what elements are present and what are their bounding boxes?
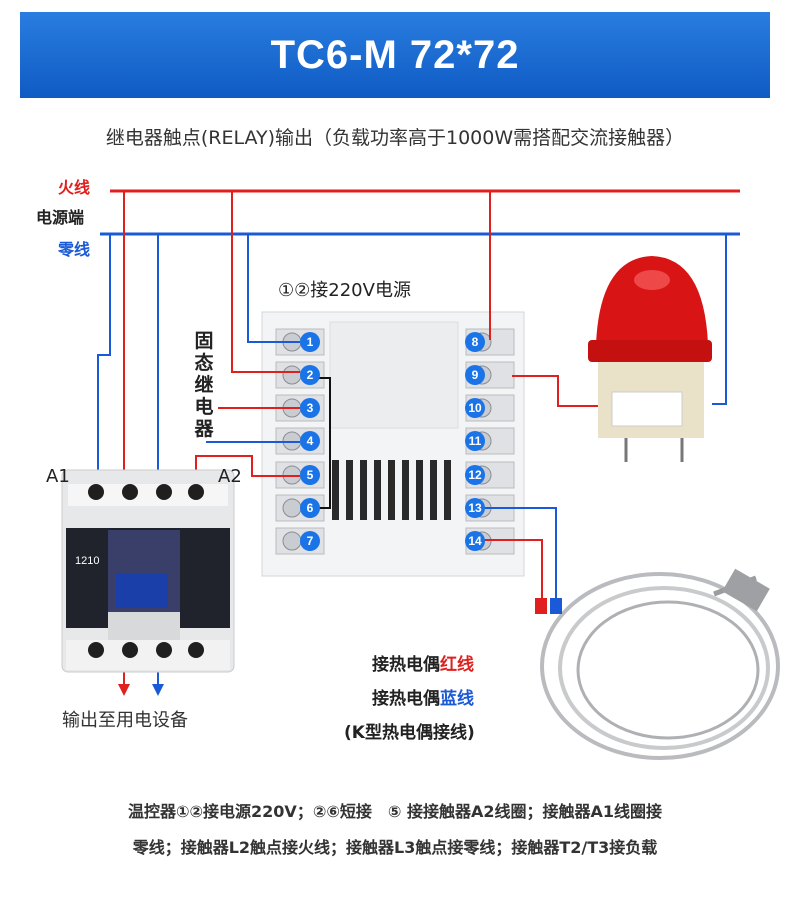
contactor-model: 1210 [75,555,99,567]
thermocouple-connectors [535,598,562,614]
controller-panel [329,321,459,429]
terminal-6: 6 [300,498,320,518]
contactor-a1-label: A1 [46,466,70,487]
jumper-2-6 [312,377,331,509]
terminal-12: 12 [465,465,485,485]
terminal-9: 9 [465,365,485,385]
neutral-wire-label: 零线 [58,240,91,259]
terminal-13: 13 [465,498,485,518]
supply-note: ①②接220V电源 [278,280,411,301]
output-label: 输出至用电设备 [62,710,188,731]
terminal-8: 8 [465,332,485,352]
terminal-3: 3 [300,398,320,418]
live-wire-label: 火线 [58,178,91,197]
live-to-t2 [231,191,300,373]
t13-to-tc-blue [484,507,557,598]
subtitle: 继电器触点(RELAY)输出（负载功率高于1000W需搭配交流接触器） [105,127,685,149]
t9-to-lamp [512,375,604,407]
page-title: TC6-M 72*72 [270,32,520,77]
ssr-label: 固态继电器 [194,330,214,440]
contactor-a2-label: A2 [218,466,242,487]
tc-type-note: (K型热电偶接线) [344,723,475,743]
title-banner: TC6-M 72*72 [20,12,770,98]
terminal-10: 10 [465,398,485,418]
terminal-screw [282,365,302,385]
neutral-to-lamp [712,234,727,405]
terminal-2: 2 [300,365,320,385]
terminal-1: 1 [300,332,320,352]
power-source-label: 电源端 [36,208,85,227]
terminal-7: 7 [300,531,320,551]
tc-blue-label: 接热电偶蓝线 [372,689,474,709]
neutral-to-t1 [247,234,300,343]
t5-to-a2 [195,455,300,490]
terminal-screw [282,531,302,551]
terminal-14: 14 [465,531,485,551]
vent-grille [332,460,451,520]
output-arrow-blue [152,684,164,696]
contactor: 1210 [61,469,235,673]
terminal-11: 11 [465,431,485,451]
thermocouple-probe [540,568,780,760]
terminal-4: 4 [300,431,320,451]
caption-line-1: 温控器①②接电源220V；②⑥短接 ⑤ 接接触器A2线圈；接触器A1线圈接 [127,802,663,821]
neutral-to-a1 [97,234,111,490]
alarm-lamp [588,256,712,462]
tc-red-label: 接热电偶红线 [372,655,474,675]
terminal-5: 5 [300,465,320,485]
output-arrow-red [118,684,130,696]
terminal-screw [282,498,302,518]
t14-to-tc-red [484,539,543,598]
caption-line-2: 零线；接触器L2触点接火线；接触器L3触点接零线；接触器T2/T3接负载 [132,838,658,857]
